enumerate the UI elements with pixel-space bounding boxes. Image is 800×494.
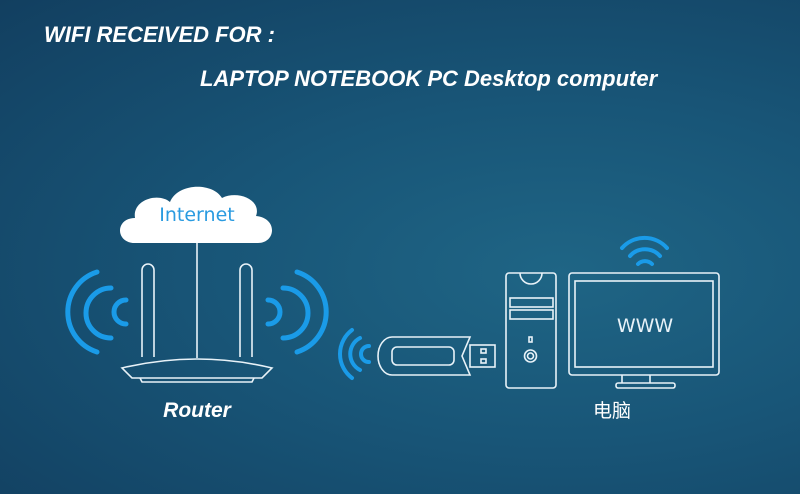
computer-label: 电脑	[593, 400, 631, 422]
wifi-waves-router-right-icon	[265, 269, 329, 355]
desktop-tower-icon	[505, 272, 557, 389]
usb-wifi-dongle-icon	[377, 336, 496, 376]
wifi-signal-icon	[620, 235, 669, 266]
cloud-label: Internet	[159, 204, 234, 226]
wifi-waves-router-left-icon	[65, 269, 129, 355]
monitor-icon: WWW	[568, 272, 720, 389]
heading-line-1: WIFI RECEIVED FOR :	[44, 22, 275, 47]
heading-line-2: LAPTOP NOTEBOOK PC Desktop computer	[200, 66, 658, 91]
wifi-waves-dongle-icon	[338, 328, 371, 380]
internet-cloud: Internet	[120, 186, 272, 243]
router-icon	[120, 263, 274, 383]
router-label: Router	[163, 399, 232, 422]
screen-label: WWW	[617, 315, 674, 337]
